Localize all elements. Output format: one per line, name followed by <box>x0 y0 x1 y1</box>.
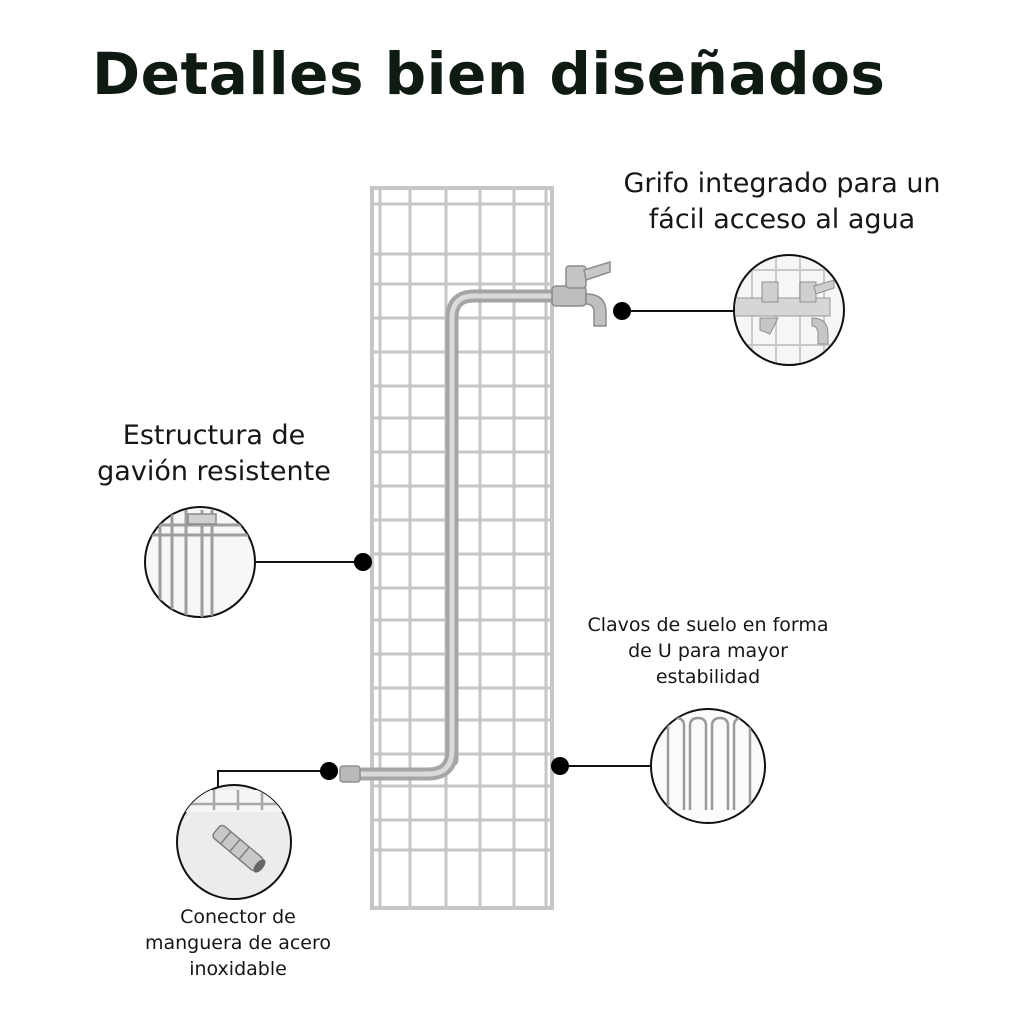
wire-mesh-icon <box>144 506 256 618</box>
callout-lines <box>217 310 734 790</box>
gabion-callout-dot <box>354 553 372 571</box>
faucet-callout-dot <box>613 302 631 320</box>
faucet-icon <box>551 260 611 327</box>
stakes-label-line1: Clavos de suelo en forma <box>587 614 829 636</box>
hose-callout-dot <box>320 762 338 780</box>
stakes-feature-label: Clavos de suelo en forma de U para mayor… <box>548 612 868 690</box>
water-pipe <box>339 289 567 783</box>
gabion-feature-label: Estructura de gavión resistente <box>60 418 368 490</box>
hose-feature-label: Conector de manguera de acero inoxidable <box>110 904 366 982</box>
faucet-label-line1: Grifo integrado para un <box>623 168 941 199</box>
stakes-label-line2: de U para mayor <box>628 640 788 662</box>
hose-connector-icon <box>176 784 292 900</box>
u-stake-icon <box>650 708 766 824</box>
gabion-label-line2: gavión resistente <box>97 456 331 487</box>
hose-connector-part <box>339 765 361 783</box>
stakes-label-line3: estabilidad <box>655 666 761 688</box>
hose-label-line3: inoxidable <box>189 958 287 980</box>
faucet-feature-label: Grifo integrado para un fácil acceso al … <box>580 166 984 238</box>
cage-frame <box>370 186 554 910</box>
faucet-detail-circle <box>733 254 845 366</box>
gabion-label-line1: Estructura de <box>122 420 306 451</box>
stakes-callout-dot <box>551 757 569 775</box>
page-title: Detalles bien diseñados <box>92 40 886 108</box>
cage-horizontal-wires <box>372 202 552 852</box>
gabion-cage <box>370 186 554 910</box>
hose-label-line1: Conector de <box>180 906 296 928</box>
cage-vertical-wires <box>408 188 516 908</box>
faucet-label-line2: fácil acceso al agua <box>648 204 916 235</box>
hose-label-line2: manguera de acero <box>144 932 332 954</box>
